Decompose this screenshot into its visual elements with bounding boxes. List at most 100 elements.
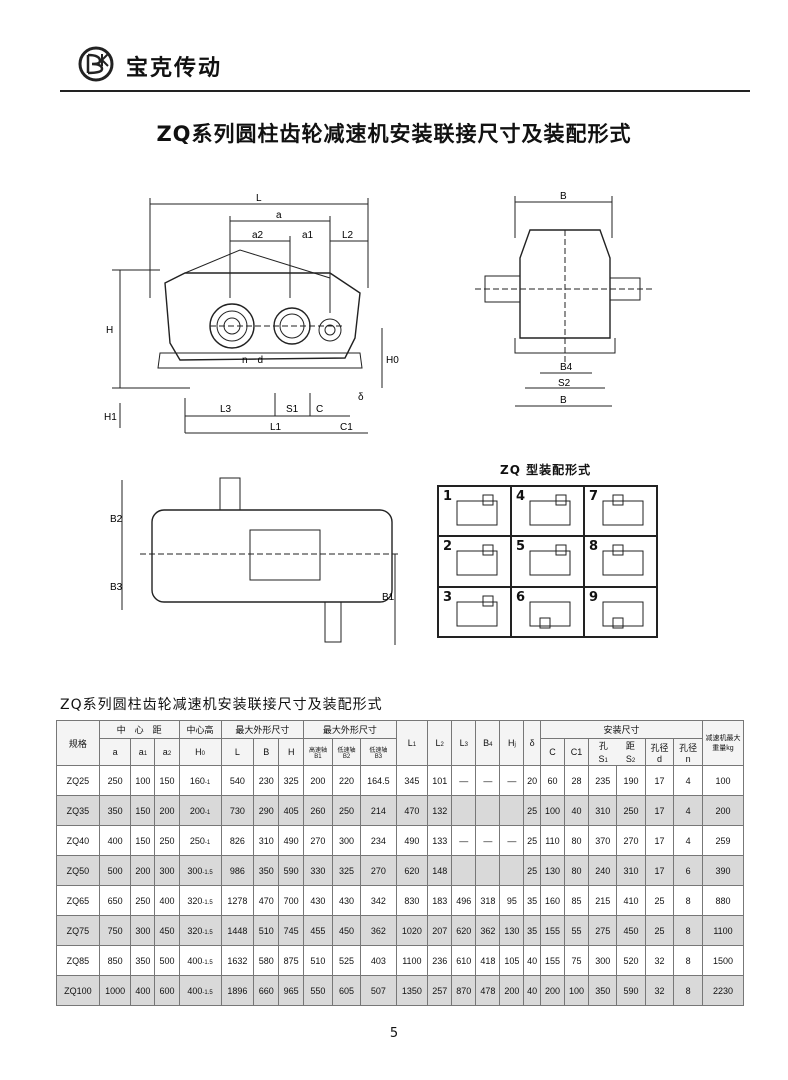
col-Hh: Hj — [499, 720, 525, 766]
table-cell-spec: ZQ50 — [56, 855, 100, 886]
table-cell-L3: 496 — [451, 885, 477, 916]
table-cell-S2: 450 — [616, 915, 646, 946]
table-cell-S2: 270 — [616, 825, 646, 856]
table-cell-a2: 300 — [154, 855, 180, 886]
table-cell-w: 390 — [702, 855, 744, 886]
dim-B-top: B — [560, 191, 567, 202]
table-cell-L3: 610 — [451, 945, 477, 976]
table-cell-S1: 275 — [588, 915, 618, 946]
table-cell-B4: — — [475, 765, 501, 796]
dim-L: L — [256, 193, 262, 204]
table-cell-L2: 148 — [427, 855, 453, 886]
table-cell-h0: 200-1 — [178, 795, 222, 826]
table-cell-a2: 150 — [154, 765, 180, 796]
table-cell-d: 32 — [644, 975, 675, 1006]
table-cell-Hh — [499, 795, 525, 826]
table-cell-b3: 164.5 — [360, 765, 397, 796]
table-cell-B: 350 — [253, 855, 280, 886]
table-cell-a: 650 — [98, 885, 132, 916]
table-cell-d: 17 — [644, 765, 675, 796]
brand-name: 宝克传动 — [126, 55, 223, 81]
table-cell-L2: 257 — [427, 975, 453, 1006]
table-cell-b1: 200 — [303, 765, 333, 796]
table-cell-L: 826 — [220, 825, 255, 856]
table-cell-S1: 370 — [588, 825, 618, 856]
table-cell-b1: 330 — [303, 855, 333, 886]
table-cell-L2: 183 — [427, 885, 453, 916]
table-cell-B: 310 — [253, 825, 280, 856]
table-cell-H: 490 — [278, 825, 305, 856]
table-cell-L1: 1020 — [395, 915, 429, 946]
assembly-cell: 2 — [439, 537, 510, 586]
table-cell-Hh — [499, 855, 525, 886]
table-cell-S2: 310 — [616, 855, 646, 886]
table-cell-d: 32 — [644, 945, 675, 976]
table-cell-b3: 214 — [360, 795, 397, 826]
table-cell-H: 965 — [278, 975, 305, 1006]
table-cell-C: 160 — [539, 885, 566, 916]
assembly-cell: 6 — [512, 587, 583, 636]
table-cell-a1: 400 — [130, 975, 156, 1006]
table-cell-h0: 300-1.5 — [178, 855, 222, 886]
col-h0: H0 — [178, 738, 222, 766]
table-cell-a1: 100 — [130, 765, 156, 796]
table-cell-H: 325 — [278, 765, 305, 796]
table-cell-S1: 350 — [588, 975, 618, 1006]
col-H: H — [278, 738, 305, 766]
table-cell-b1: 430 — [303, 885, 333, 916]
table-cell-a1: 250 — [130, 885, 156, 916]
col-B: B — [253, 738, 280, 766]
table-cell-B4: 418 — [475, 945, 501, 976]
table-cell-Hh: 95 — [499, 885, 525, 916]
dim-H0: H0 — [386, 355, 399, 366]
table-cell-C1: 28 — [564, 765, 590, 796]
col-B4: B4 — [475, 720, 501, 766]
table-cell-n: 8 — [673, 945, 703, 976]
table-cell-L: 730 — [220, 795, 255, 826]
table-cell-L2: 207 — [427, 915, 453, 946]
table-cell-Hh: 105 — [499, 945, 525, 976]
dim-B1: B1 — [382, 592, 395, 603]
table-cell-spec: ZQ35 — [56, 795, 100, 826]
dim-B3: B3 — [110, 582, 123, 593]
page-title: ZQ系列圆柱齿轮减速机安装联接尺寸及装配形式 — [156, 122, 632, 146]
col-L1: L1 — [395, 720, 429, 766]
table-cell-B: 660 — [253, 975, 280, 1006]
table-cell-a2: 600 — [154, 975, 180, 1006]
table-cell-b3: 342 — [360, 885, 397, 916]
table-cell-S1: 300 — [588, 945, 618, 976]
table-cell-C: 155 — [539, 945, 566, 976]
assembly-cell: 3 — [439, 587, 510, 636]
table-cell-L3: — — [451, 765, 477, 796]
table-cell-spec: ZQ75 — [56, 915, 100, 946]
table-cell-L2: 101 — [427, 765, 453, 796]
table-cell-C1: 80 — [564, 825, 590, 856]
table-cell-L2: 132 — [427, 795, 453, 826]
table-cell-w: 880 — [702, 885, 744, 916]
assembly-cell: 9 — [585, 587, 656, 636]
dim-C1: C1 — [340, 422, 353, 433]
table-cell-L3: — — [451, 825, 477, 856]
dim-B4: B4 — [560, 362, 573, 373]
table-cell-L2: 133 — [427, 825, 453, 856]
table-cell-a: 400 — [98, 825, 132, 856]
table-cell-a2: 500 — [154, 945, 180, 976]
dim-a1: a1 — [302, 230, 314, 241]
table-cell-a: 500 — [98, 855, 132, 886]
table-cell-n: 8 — [673, 915, 703, 946]
table-cell-Hh: — — [499, 765, 525, 796]
table-cell-S2: 190 — [616, 765, 646, 796]
col-L3: L3 — [451, 720, 477, 766]
table-cell-delta: 25 — [523, 855, 541, 886]
logo-icon — [78, 46, 114, 82]
table-cell-n: 8 — [673, 885, 703, 916]
table-cell-B: 470 — [253, 885, 280, 916]
table-cell-S1: 240 — [588, 855, 618, 886]
dim-nd: n－d — [242, 355, 263, 366]
